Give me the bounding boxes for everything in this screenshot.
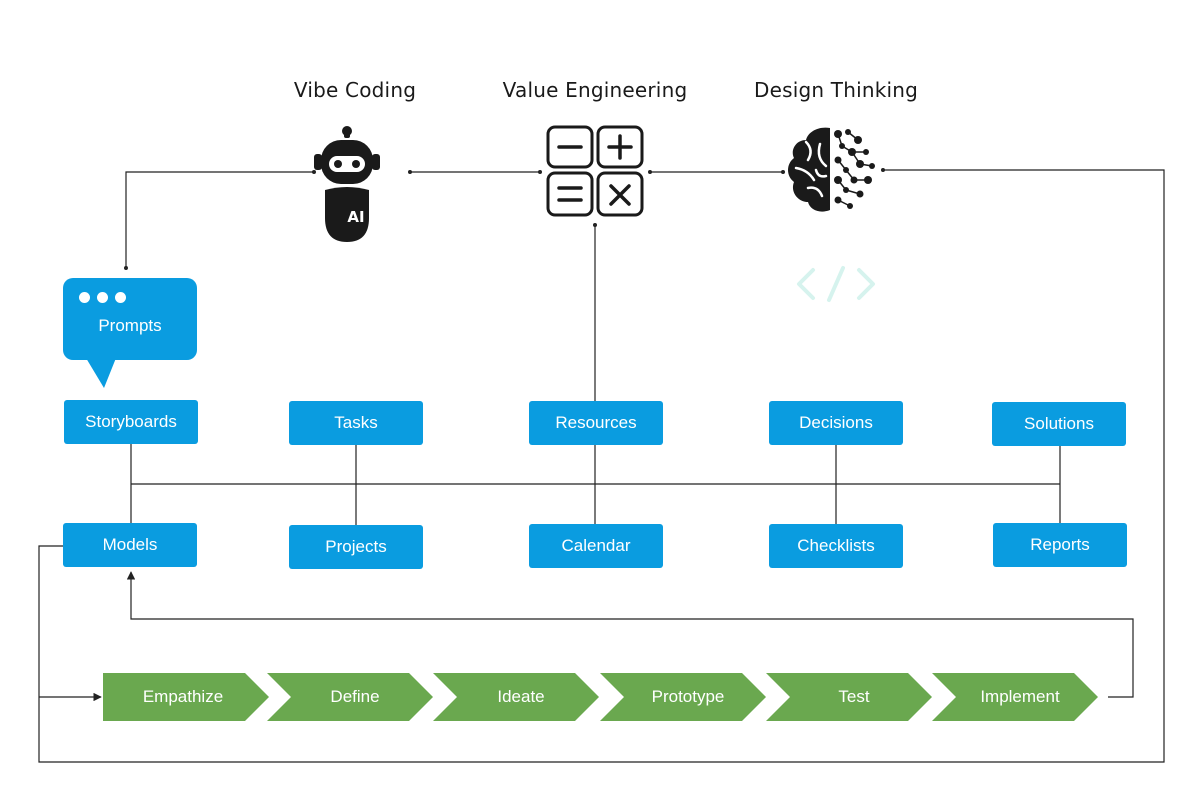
box-models: Models bbox=[63, 523, 197, 567]
line-implement-models bbox=[126, 571, 1134, 698]
box-resources: Resources bbox=[529, 401, 663, 445]
box-projects: Projects bbox=[289, 525, 423, 569]
chevron-ideate bbox=[433, 673, 599, 721]
step-prototype: Prototype bbox=[651, 687, 725, 706]
robot-icon bbox=[314, 126, 380, 242]
line-prompts-robot bbox=[125, 171, 314, 268]
calculator-icon bbox=[546, 125, 644, 217]
box-decisions: Decisions bbox=[769, 401, 903, 445]
robot-ai-badge: AI bbox=[347, 208, 365, 226]
step-implement: Implement bbox=[980, 687, 1060, 706]
chevron-define bbox=[267, 673, 433, 721]
box-checklists: Checklists bbox=[769, 524, 903, 568]
line-brain-loop bbox=[38, 169, 1165, 763]
step-test: Test bbox=[838, 687, 870, 706]
box-reports: Reports bbox=[993, 523, 1127, 567]
heading-value-engineering: Value Engineering bbox=[502, 78, 688, 102]
bubble-dots bbox=[79, 292, 126, 303]
chevron-empathize bbox=[103, 673, 269, 721]
box-storyboards: Storyboards bbox=[64, 400, 198, 444]
step-empathize: Empathize bbox=[142, 687, 224, 706]
bubble-tail bbox=[86, 358, 116, 388]
step-define: Define bbox=[330, 687, 380, 706]
code-brackets-icon bbox=[797, 266, 875, 302]
heading-design-thinking: Design Thinking bbox=[753, 78, 919, 102]
brain-icon bbox=[788, 127, 875, 212]
chevron-test bbox=[766, 673, 932, 721]
step-ideate: Ideate bbox=[497, 687, 545, 706]
chevron-implement bbox=[932, 673, 1098, 721]
box-calendar: Calendar bbox=[529, 524, 663, 568]
box-tasks: Tasks bbox=[289, 401, 423, 445]
heading-vibe-coding: Vibe Coding bbox=[293, 78, 417, 102]
prompts-bubble: Prompts bbox=[63, 278, 197, 360]
box-solutions: Solutions bbox=[992, 402, 1126, 446]
prompts-label: Prompts bbox=[98, 316, 162, 335]
chevron-prototype bbox=[600, 673, 766, 721]
